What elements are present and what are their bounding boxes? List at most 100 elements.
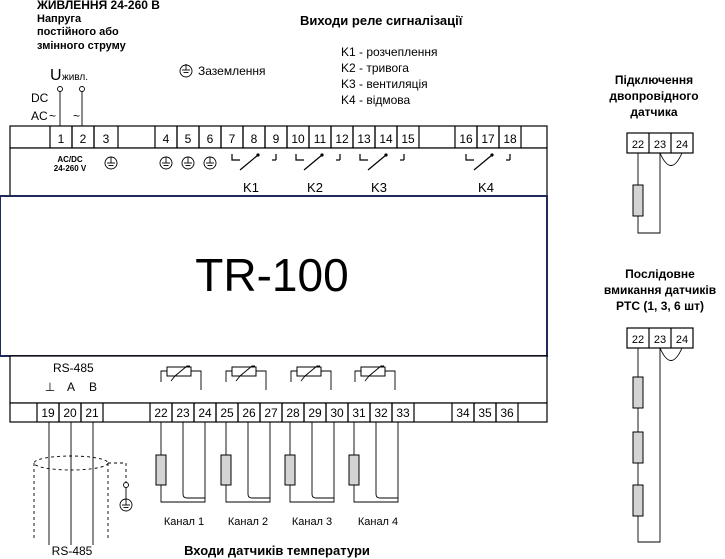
sensor-wiring-channel-4 — [348, 422, 399, 503]
terminal-15: 15 — [401, 132, 415, 146]
rs485-a-label: A — [67, 380, 75, 394]
ac-label: AC — [31, 109, 48, 123]
rs485-cable-label: RS-485 — [52, 544, 93, 558]
supply-voltage-symbol: U — [50, 67, 62, 84]
dc-label: DC — [31, 91, 49, 105]
board-label-acdc: AC/DC — [57, 155, 83, 164]
two-wire-terminal-24: 24 — [676, 139, 688, 151]
terminal-17: 17 — [481, 132, 495, 146]
ac-tilde: ~ — [49, 109, 56, 123]
channel-label-2: Канал 2 — [228, 516, 268, 528]
device-housing — [0, 125, 548, 423]
ground-legend — [179, 64, 193, 78]
terminal-27: 27 — [264, 406, 278, 420]
terminal-18: 18 — [503, 132, 517, 146]
relay-label-k1: K1 — [243, 180, 259, 195]
series-terminal-23: 23 — [654, 334, 666, 346]
terminal-30: 30 — [330, 406, 344, 420]
relay-label-k4: K4 — [478, 180, 494, 195]
ground-icon — [159, 156, 173, 170]
two-wire-title-3: датчика — [630, 105, 678, 119]
terminal-13: 13 — [357, 132, 371, 146]
ground-label: Заземлення — [198, 64, 266, 78]
terminal-33: 33 — [396, 406, 410, 420]
supply-wires — [57, 86, 85, 126]
series-sensor-wiring — [632, 347, 683, 543]
terminal-6: 6 — [207, 132, 214, 146]
sensor-wiring-channel-3 — [284, 422, 335, 503]
terminal-29: 29 — [308, 406, 322, 420]
power-desc-2: постійного або — [37, 26, 119, 38]
ground-icon — [119, 488, 133, 512]
terminal-5: 5 — [185, 132, 192, 146]
relay-contact-k2 — [295, 153, 341, 171]
rs485-ground-label: ⊥ — [45, 380, 55, 394]
terminal-2: 2 — [80, 132, 87, 146]
terminal-26: 26 — [242, 406, 256, 420]
relay-label-k3: K3 — [371, 180, 387, 195]
device-name: TR-100 — [195, 249, 348, 301]
terminal-28: 28 — [286, 406, 300, 420]
power-title: ЖИВЛЕННЯ 24-260 В — [36, 0, 160, 12]
terminal-20: 20 — [63, 406, 77, 420]
ground-icon — [203, 156, 217, 170]
board-label-voltage: 24-260 V — [54, 164, 87, 173]
series-terminal-22: 22 — [632, 334, 644, 346]
terminal-16: 16 — [459, 132, 473, 146]
sensor-channels — [155, 422, 399, 503]
two-wire-terminal-22: 22 — [632, 139, 644, 151]
terminal-2-tilde: ~ — [73, 109, 80, 123]
terminal-21: 21 — [85, 406, 99, 420]
sensor-wiring-channel-2 — [220, 422, 271, 503]
terminal-8: 8 — [251, 132, 258, 146]
ground-icon — [181, 156, 195, 170]
terminal-25: 25 — [220, 406, 234, 420]
series-title-3: PTC (1, 3, 6 шт) — [616, 299, 704, 313]
relay-desc-3: K3 - вентиляція — [341, 77, 428, 91]
channel-label-4: Канал 4 — [358, 516, 398, 528]
terminal-4: 4 — [163, 132, 170, 146]
rs485-cable — [33, 422, 129, 545]
terminal-3: 3 — [103, 132, 110, 146]
terminal-1: 1 — [58, 132, 65, 146]
terminal-7: 7 — [229, 132, 236, 146]
inputs-title: Входи датчиків температури — [184, 543, 370, 558]
terminal-32: 32 — [374, 406, 388, 420]
rs485-b-label: B — [89, 380, 97, 394]
terminal-14: 14 — [379, 132, 393, 146]
thermistor-icon — [225, 365, 267, 390]
thermistor-icon — [290, 365, 332, 390]
relay-desc-4: K4 - відмова — [341, 93, 411, 107]
series-title-2: вмикання датчиків — [604, 283, 716, 297]
two-wire-title-2: двопровідного — [609, 89, 698, 103]
terminal-12: 12 — [335, 132, 349, 146]
relay-contact-k4 — [465, 153, 511, 171]
thermistor-symbols — [160, 365, 396, 390]
power-desc-1: Напруга — [37, 13, 82, 25]
terminal-10: 10 — [291, 132, 305, 146]
sensor-wiring-channel-1 — [155, 422, 206, 503]
series-terminal-24: 24 — [676, 334, 688, 346]
relay-contact-k3 — [359, 153, 405, 171]
terminal-23: 23 — [176, 406, 190, 420]
two-wire-terminal-block — [626, 132, 694, 154]
thermistor-icon — [160, 365, 202, 390]
terminal-9: 9 — [273, 132, 280, 146]
terminal-34: 34 — [456, 406, 470, 420]
terminal-24: 24 — [198, 406, 212, 420]
series-title-1: Послідовне — [625, 267, 695, 281]
relay-desc-1: K1 - розчеплення — [341, 45, 438, 59]
terminal-11: 11 — [314, 132, 327, 146]
relay-desc-2: K2 - тривога — [341, 61, 409, 75]
relays-title: Виходи реле сигналізації — [300, 13, 463, 28]
terminal-36: 36 — [500, 406, 514, 420]
rs485-label: RS-485 — [53, 361, 94, 375]
two-wire-title-1: Підключення — [615, 73, 693, 87]
terminal-22: 22 — [154, 406, 168, 420]
terminal-19: 19 — [41, 406, 55, 420]
relay-contact-k1 — [231, 153, 277, 171]
supply-voltage-subscript: живл. — [62, 72, 88, 83]
